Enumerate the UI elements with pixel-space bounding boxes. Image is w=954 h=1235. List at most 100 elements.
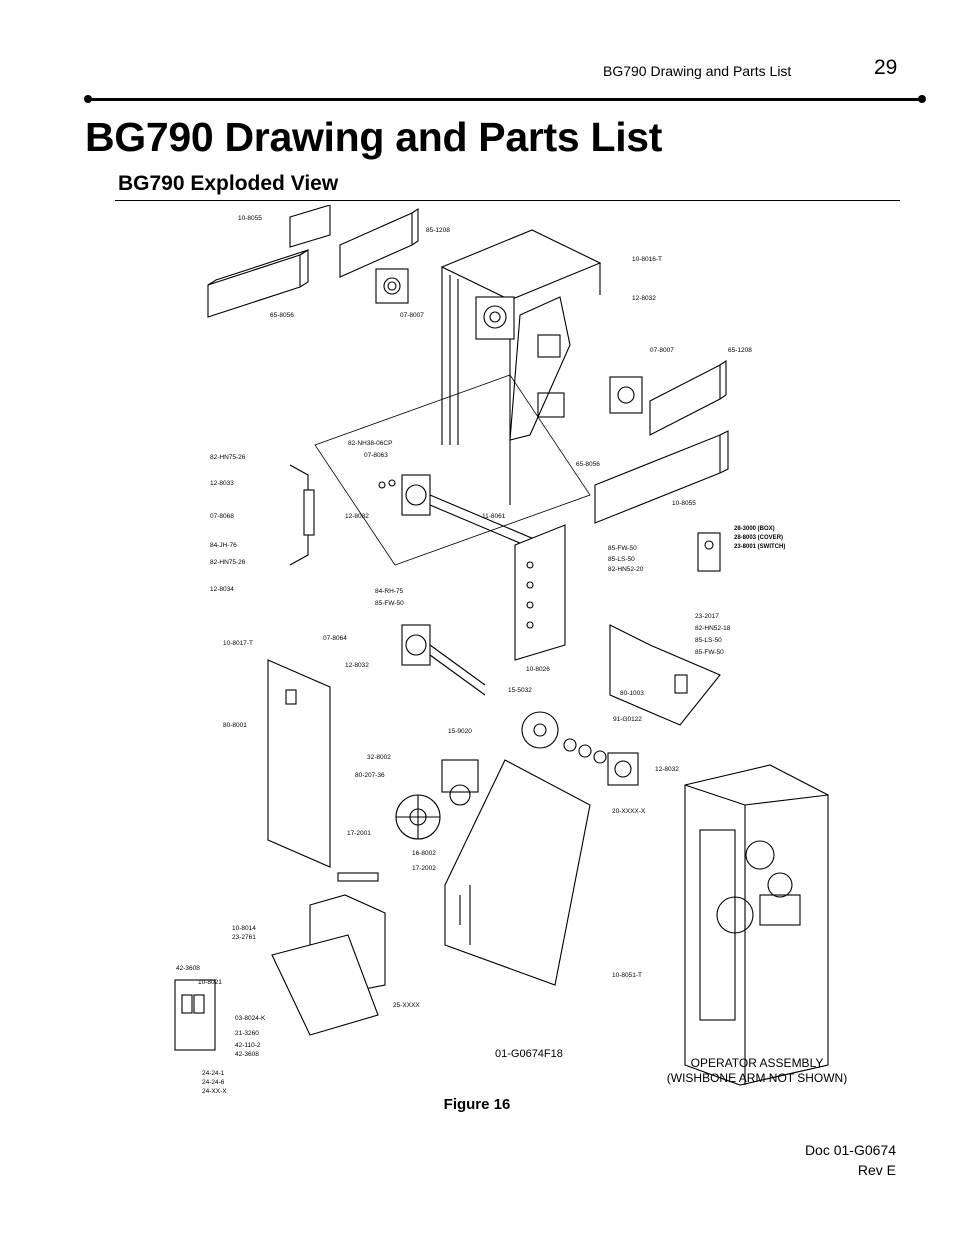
control-box xyxy=(271,872,386,1036)
part-label: 65-8056 xyxy=(576,461,600,468)
part-label: 16-8002 xyxy=(412,850,436,857)
section-title: BG790 Exploded View xyxy=(118,172,339,195)
part-label: 82-HN52-20 xyxy=(608,566,644,573)
part-label: 12-8032 xyxy=(345,662,369,669)
part-label: 85-LS-50 xyxy=(695,637,722,644)
part-label: 20-XXXX-X xyxy=(612,808,646,815)
part-label: 15-9020 xyxy=(448,728,472,735)
switch-box-label: 28-8003 (COVER) xyxy=(734,535,783,541)
part-label: 24-XX-X xyxy=(202,1088,227,1095)
part-label: 84-RH-75 xyxy=(375,588,404,595)
part-label: 85-FW-50 xyxy=(608,545,637,552)
part-label: 12-8032 xyxy=(345,513,369,520)
part-label: 32-8002 xyxy=(367,754,391,761)
part-label: 91-G0122 xyxy=(613,716,642,723)
part-label: 23-2761 xyxy=(232,934,256,941)
control-board xyxy=(174,979,216,1051)
rail-right-lower xyxy=(594,430,729,524)
header-rule xyxy=(85,98,923,101)
part-label: 80-207-36 xyxy=(355,772,385,779)
part-label: 10-8016-T xyxy=(632,256,662,263)
part-label: 10-8055 xyxy=(672,500,696,507)
section-rule xyxy=(115,200,900,201)
figure-caption: Figure 16 xyxy=(443,1096,511,1113)
exploded-view-drawing: 10-8055 85-1208 65-8056 07-8007 10-8016-… xyxy=(174,205,847,1095)
cabinet-top xyxy=(440,229,602,505)
part-label: 82-HN75-26 xyxy=(210,454,246,461)
operator-assembly-note: (WISHBONE ARM NOT SHOWN) xyxy=(667,1071,847,1085)
part-label: 12-8032 xyxy=(632,295,656,302)
part-label: 10-8017-T xyxy=(223,640,253,647)
pulley-wheel xyxy=(395,794,441,840)
part-label: 10-8014 xyxy=(232,925,256,932)
part-label: 21-3260 xyxy=(235,1030,259,1037)
switch-box xyxy=(697,532,721,572)
part-label: 82-NH38-06CP xyxy=(348,440,392,447)
part-label: 80-8001 xyxy=(223,722,247,729)
part-label: 03-8024-K xyxy=(235,1015,266,1022)
part-label: 07-8068 xyxy=(210,513,234,520)
drawing-number: 01-G0674F18 xyxy=(495,1048,563,1060)
document-revision: Rev E xyxy=(857,1162,896,1178)
header-rule-dot-left xyxy=(84,95,92,103)
part-label: 10-8051-T xyxy=(612,972,642,979)
part-label: 85-FW-50 xyxy=(375,600,404,607)
operator-assembly-caption: OPERATOR ASSEMBLY xyxy=(691,1056,824,1070)
part-label: 82-HN52-18 xyxy=(695,625,731,632)
side-bracket xyxy=(509,296,571,441)
operator-assembly-inset xyxy=(684,764,829,1086)
part-label: 11-8061 xyxy=(482,513,506,520)
part-label: 80-1003 xyxy=(620,690,644,697)
cabinet-lower xyxy=(444,759,591,986)
part-label: 10-8055 xyxy=(238,215,262,222)
part-label: 25-XXXX xyxy=(393,1002,420,1009)
wishbone-arm xyxy=(289,464,315,566)
part-label: 23-2017 xyxy=(695,613,719,620)
part-label: 07-8064 xyxy=(323,635,347,642)
bearing-plate-a xyxy=(375,268,409,304)
part-label: 42-3608 xyxy=(176,965,200,972)
switch-box-label: 28-3000 (BOX) xyxy=(734,526,775,532)
mounting-bracket xyxy=(514,524,566,661)
part-label: 12-8034 xyxy=(210,586,234,593)
running-header-title: BG790 Drawing and Parts List xyxy=(603,63,792,79)
cover-panel xyxy=(267,659,331,868)
part-label: 65-8056 xyxy=(270,312,294,319)
rail-left xyxy=(207,205,331,318)
switch-box-label: 23-8001 (SWITCH) xyxy=(734,544,785,550)
part-label: 07-8007 xyxy=(400,312,424,319)
part-label: 84-JH-76 xyxy=(210,542,237,549)
header-rule-dot-right xyxy=(918,95,926,103)
page-number: 29 xyxy=(874,56,898,79)
part-label: 17-2001 xyxy=(347,830,371,837)
bearing-plate-c xyxy=(609,376,643,414)
part-label: 24-24-1 xyxy=(202,1070,225,1077)
gearbox xyxy=(441,759,479,806)
part-labels: 10-8055 85-1208 65-8056 07-8007 10-8016-… xyxy=(176,215,752,1095)
rail-left-upper xyxy=(339,207,419,278)
part-label: 15-5032 xyxy=(508,687,532,694)
bearing-plate-d xyxy=(607,752,639,786)
part-label: 12-8032 xyxy=(655,766,679,773)
limit-switch-bracket xyxy=(609,624,721,726)
part-label: 85-FW-50 xyxy=(695,649,724,656)
lower-shaft-assembly xyxy=(401,624,486,696)
part-label: 12-8033 xyxy=(210,480,234,487)
part-label: 10-8026 xyxy=(526,666,550,673)
part-label: 82-HN75-26 xyxy=(210,559,246,566)
page-title: BG790 Drawing and Parts List xyxy=(85,114,663,160)
rail-right-upper xyxy=(649,359,727,436)
switch-box-labels: 28-3000 (BOX) 28-8003 (COVER) 23-8001 (S… xyxy=(734,526,785,550)
part-label: 85-LS-50 xyxy=(608,556,635,563)
part-label: 42-110-2 xyxy=(235,1042,261,1049)
part-label: 07-8007 xyxy=(650,347,674,354)
bearing-plate-b xyxy=(475,296,515,340)
sprocket xyxy=(521,711,607,764)
part-label: 85-1208 xyxy=(426,227,450,234)
part-label: 07-8063 xyxy=(364,452,388,459)
document-id: Doc 01-G0674 xyxy=(804,1142,896,1158)
part-label: 10-8021 xyxy=(198,979,222,986)
part-label: 24-24-6 xyxy=(202,1079,225,1086)
part-label: 42-3608 xyxy=(235,1051,259,1058)
part-label: 65-1208 xyxy=(728,347,752,354)
